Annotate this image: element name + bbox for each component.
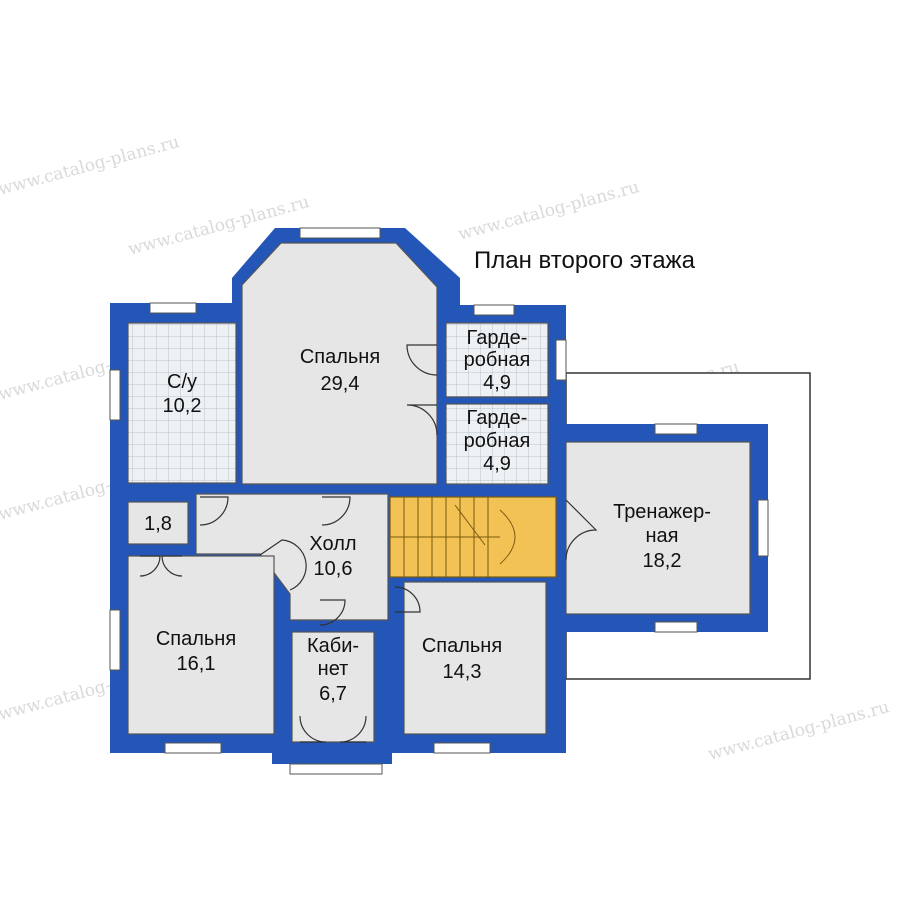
- room-gym-name-1: Тренажер-: [613, 501, 711, 523]
- door: [139, 555, 161, 577]
- door: [319, 599, 346, 626]
- door: [259, 539, 307, 591]
- room-office-area: 6,7: [319, 683, 347, 705]
- room-hall-area: 10,6: [314, 558, 353, 580]
- room-bedroom-left-name: Спальня: [156, 628, 236, 650]
- room-gym-area: 18,2: [643, 550, 682, 572]
- room-bedroom-left-area: 16,1: [177, 653, 216, 675]
- door: [299, 715, 327, 743]
- windows: [109, 227, 769, 775]
- room-wardrobe-2-area: 4,9: [483, 453, 511, 475]
- stair-treads: [390, 497, 516, 577]
- room-wardrobe-1: [445, 322, 549, 398]
- window: [473, 304, 515, 316]
- room-office-name-1: Каби-: [307, 635, 359, 657]
- door: [565, 499, 598, 561]
- room-bedroom-right-area: 14,3: [443, 661, 482, 683]
- room-wardrobe-1-area: 4,9: [483, 372, 511, 394]
- door: [339, 715, 367, 743]
- window: [109, 609, 121, 671]
- door: [406, 404, 438, 436]
- room-bedroom-top: [241, 242, 438, 485]
- room-gym: [565, 441, 751, 615]
- window: [654, 621, 698, 633]
- rooms: [127, 242, 751, 743]
- room-gym-name-2: ная: [646, 525, 679, 547]
- window: [149, 302, 197, 314]
- room-bedroom-right: [403, 581, 547, 735]
- room-bedroom-right-name: Спальня: [422, 635, 502, 657]
- room-hall: [195, 493, 389, 621]
- door: [406, 344, 438, 376]
- room-hall-name: Холл: [309, 533, 356, 555]
- window: [109, 369, 121, 421]
- doors: [139, 344, 598, 743]
- window: [164, 742, 222, 754]
- window: [757, 499, 769, 557]
- room-closet-area: 1,8: [144, 513, 172, 535]
- watermark-3: www.catalog-plans.ru: [456, 177, 641, 245]
- room-wardrobe-1-name-2: робная: [464, 349, 531, 371]
- room-wardrobe-2-name-2: робная: [464, 430, 531, 452]
- watermark-1: www.catalog-plans.ru: [0, 132, 182, 200]
- watermark-9: www.catalog-plans.ru: [706, 697, 891, 765]
- room-bedroom-left: [127, 555, 275, 735]
- plan-title: План второго этажа: [474, 247, 696, 274]
- room-office: [291, 631, 375, 743]
- room-labels: С/у 10,2 Спальня 29,4 Гарде- робная 4,9 …: [144, 327, 711, 705]
- room-wc-area: 10,2: [163, 395, 202, 417]
- window: [289, 763, 383, 775]
- window: [555, 339, 567, 381]
- window: [299, 227, 381, 239]
- door: [394, 586, 421, 613]
- room-wardrobe-1-name-1: Гарде-: [467, 327, 528, 349]
- room-closet: [127, 501, 189, 545]
- room-wardrobe-2: [445, 403, 549, 485]
- room-wc-name: С/у: [167, 371, 197, 393]
- door: [161, 555, 183, 577]
- room-bedroom-top-area: 29,4: [321, 373, 360, 395]
- window: [654, 423, 698, 435]
- door: [199, 496, 229, 526]
- window: [433, 742, 491, 754]
- room-office-name-2: нет: [318, 658, 349, 680]
- room-bedroom-top-name: Спальня: [300, 346, 380, 368]
- door: [321, 496, 351, 526]
- room-wc: [127, 322, 237, 484]
- room-wardrobe-2-name-1: Гарде-: [467, 407, 528, 429]
